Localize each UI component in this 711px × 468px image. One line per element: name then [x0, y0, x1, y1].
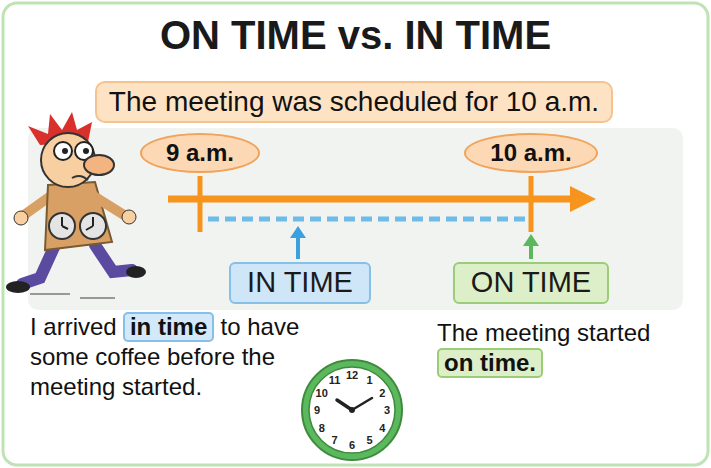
small-clock	[49, 213, 75, 239]
timeline-tick	[198, 176, 203, 232]
in-time-span	[208, 217, 526, 222]
clock-pin	[349, 407, 355, 413]
time-oval: 9 a.m.	[140, 133, 260, 173]
pointer-arrowhead	[523, 234, 539, 246]
time-oval-text: 10 a.m.	[490, 139, 571, 167]
in-time-highlight: in time	[123, 312, 214, 342]
pupil	[83, 148, 89, 154]
small-clock	[80, 213, 106, 239]
leg	[95, 245, 132, 272]
clock-face	[309, 367, 395, 453]
time-oval-text: 9 a.m.	[166, 139, 234, 167]
in-time-box: IN TIME	[229, 262, 371, 303]
hand	[14, 211, 28, 225]
clock-rim	[302, 360, 402, 460]
clock-number: 12	[346, 369, 358, 381]
nose	[84, 155, 114, 175]
example-sentence: I arrivedin timeto have some coffee befo…	[30, 312, 350, 402]
pointer-arrowhead	[290, 226, 306, 238]
on-time-highlight-text: on time.	[444, 349, 536, 376]
timeline-line	[168, 196, 572, 203]
sentence-text: I arrived	[30, 313, 117, 340]
sentence-text: The meeting started	[437, 318, 702, 348]
title-text: ON TIME vs. IN TIME	[0, 12, 711, 58]
jacket	[45, 182, 112, 250]
example-sentence: The meeting startedon time.	[437, 318, 702, 378]
leg	[22, 245, 55, 284]
heading-band: The meeting was scheduled for 10 a.m.	[95, 81, 613, 123]
clock-number: 6	[349, 439, 355, 451]
card-frame	[3, 3, 708, 465]
heading-band-text: The meeting was scheduled for 10 a.m.	[109, 86, 599, 118]
on-time-box: ON TIME	[453, 262, 609, 303]
on-time-box-text: ON TIME	[471, 266, 591, 299]
eye	[54, 142, 72, 160]
clock-number: 7	[331, 434, 337, 446]
in-time-box-text: IN TIME	[247, 266, 353, 299]
clock-number: 5	[366, 434, 372, 446]
shoe	[6, 281, 30, 293]
clock-number: 9	[314, 404, 320, 416]
pointer-arrow	[529, 244, 533, 259]
arm	[92, 195, 124, 215]
timeline-panel	[28, 128, 683, 310]
clock-number: 10	[316, 387, 328, 399]
clock-number: 2	[379, 387, 385, 399]
small-clock-hands	[62, 217, 68, 229]
hand	[122, 210, 136, 224]
minute-hand	[352, 398, 372, 410]
speed-line	[30, 293, 70, 295]
pointer-arrow	[296, 236, 300, 259]
wall-clock	[302, 360, 402, 460]
time-oval: 10 a.m.	[464, 133, 597, 173]
shoe	[126, 266, 146, 278]
pupil	[62, 148, 68, 154]
mouth	[72, 176, 88, 180]
running-man	[6, 112, 146, 298]
clock-number: 3	[384, 404, 390, 416]
timeline-tick	[529, 176, 534, 232]
clock-number: 1	[366, 374, 372, 386]
speed-line	[80, 297, 115, 299]
clock-number: 8	[319, 422, 325, 434]
in-time-highlight-text: in time	[130, 313, 207, 340]
small-clock-hands	[86, 217, 93, 230]
clock-number: 11	[329, 374, 341, 386]
timeline-arrowhead	[570, 186, 596, 212]
on-time-highlight: on time.	[437, 348, 543, 378]
clock-number: 4	[379, 422, 385, 434]
